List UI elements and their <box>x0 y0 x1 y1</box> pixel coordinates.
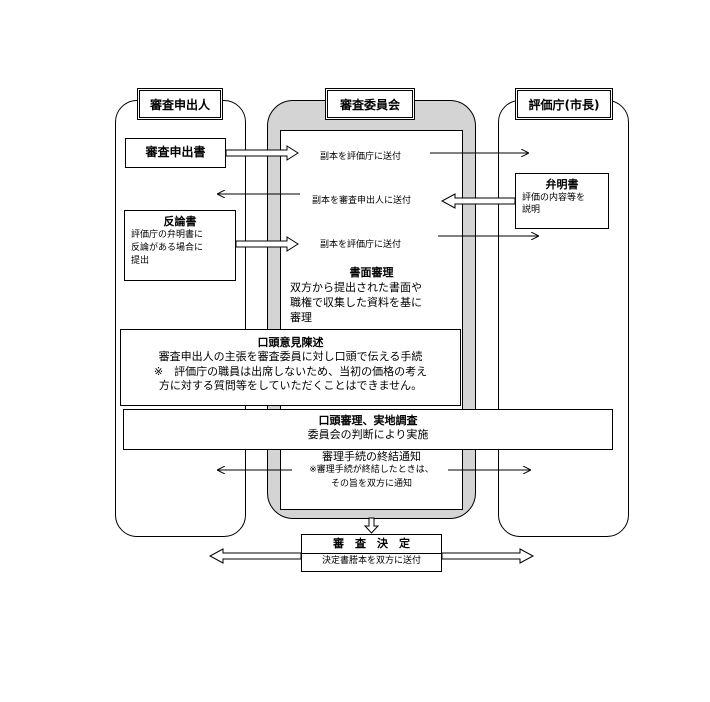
committee-lane-header: 審査委員会 <box>325 88 415 120</box>
application-box: 審査申出書 <box>125 138 226 168</box>
document-review-body: 双方から提出された書面や 職権で収集した資料を基に 審理 <box>290 281 422 324</box>
applicant-lane <box>115 100 246 537</box>
termination-line2: その旨を双方に通知 <box>330 479 412 489</box>
decision-body: 決定書謄本を双方に送付 <box>302 553 441 568</box>
termination-title: 審理手続の終結通知 <box>322 450 421 463</box>
assessor-lane-header: 評価庁(市長) <box>515 88 613 120</box>
oral-statement-title: 口頭意見陳述 <box>257 336 324 349</box>
hollow-arrow-application <box>225 145 299 161</box>
hollow-arrow-rebuttal <box>235 236 299 252</box>
explanation-box: 弁明書 評価の内容等を 説明 <box>515 173 609 229</box>
rebuttal-body: 評価庁の弁明書に 反論がある場合に 提出 <box>131 230 204 267</box>
rebuttal-title: 反論書 <box>163 215 197 228</box>
hollow-arrow-explanation <box>440 193 516 209</box>
oral-statement-line2: ※ 評価庁の職員は出席しないため、当初の価格の考え <box>153 364 428 378</box>
document-review-title: 書面審理 <box>349 266 394 279</box>
hollow-arrow-down <box>363 517 380 534</box>
oral-statement-line3: 方に対する質問等をしていただくことはできません。 <box>158 378 423 392</box>
termination-line1: ※審理手続が終結したときは、 <box>309 465 434 475</box>
applicant-lane-title: 審査申出人 <box>149 97 210 112</box>
oral-hearing-title: 口頭審理、実地調査 <box>318 414 418 427</box>
committee-lane-title: 審査委員会 <box>339 97 400 112</box>
assessor-lane <box>498 100 629 537</box>
copy-to-applicant-label: 副本を審査申出人に送付 <box>312 196 412 206</box>
hollow-arrow-decision <box>208 548 302 564</box>
application-label: 審査申出書 <box>145 145 206 160</box>
copy-to-assessor-2-label: 副本を評価庁に送付 <box>320 240 402 250</box>
applicant-lane-header: 審査申出人 <box>137 88 223 120</box>
copy-to-assessor-1-label: 副本を評価庁に送付 <box>320 152 402 162</box>
explanation-body: 評価の内容等を 説明 <box>522 193 586 216</box>
oral-statement-line1: 審査申出人の主張を審査委員に対し口頭で伝える手続 <box>158 350 423 364</box>
decision-title: 審 査 決 定 <box>333 537 410 550</box>
hollow-arrow-decision-right <box>441 548 535 564</box>
oral-hearing-box: 口頭審理、実地調査 委員会の判断により実施 <box>123 409 613 450</box>
oral-hearing-body: 委員会の判断により実施 <box>307 428 429 442</box>
assessor-lane-title: 評価庁(市長) <box>528 97 600 112</box>
decision-box: 審 査 決 定 決定書謄本を双方に送付 <box>301 534 442 572</box>
explanation-title: 弁明書 <box>545 178 579 191</box>
oral-statement-box: 口頭意見陳述 審査申出人の主張を審査委員に対し口頭で伝える手続 ※ 評価庁の職員… <box>120 329 461 406</box>
rebuttal-box: 反論書 評価庁の弁明書に 反論がある場合に 提出 <box>124 210 236 281</box>
